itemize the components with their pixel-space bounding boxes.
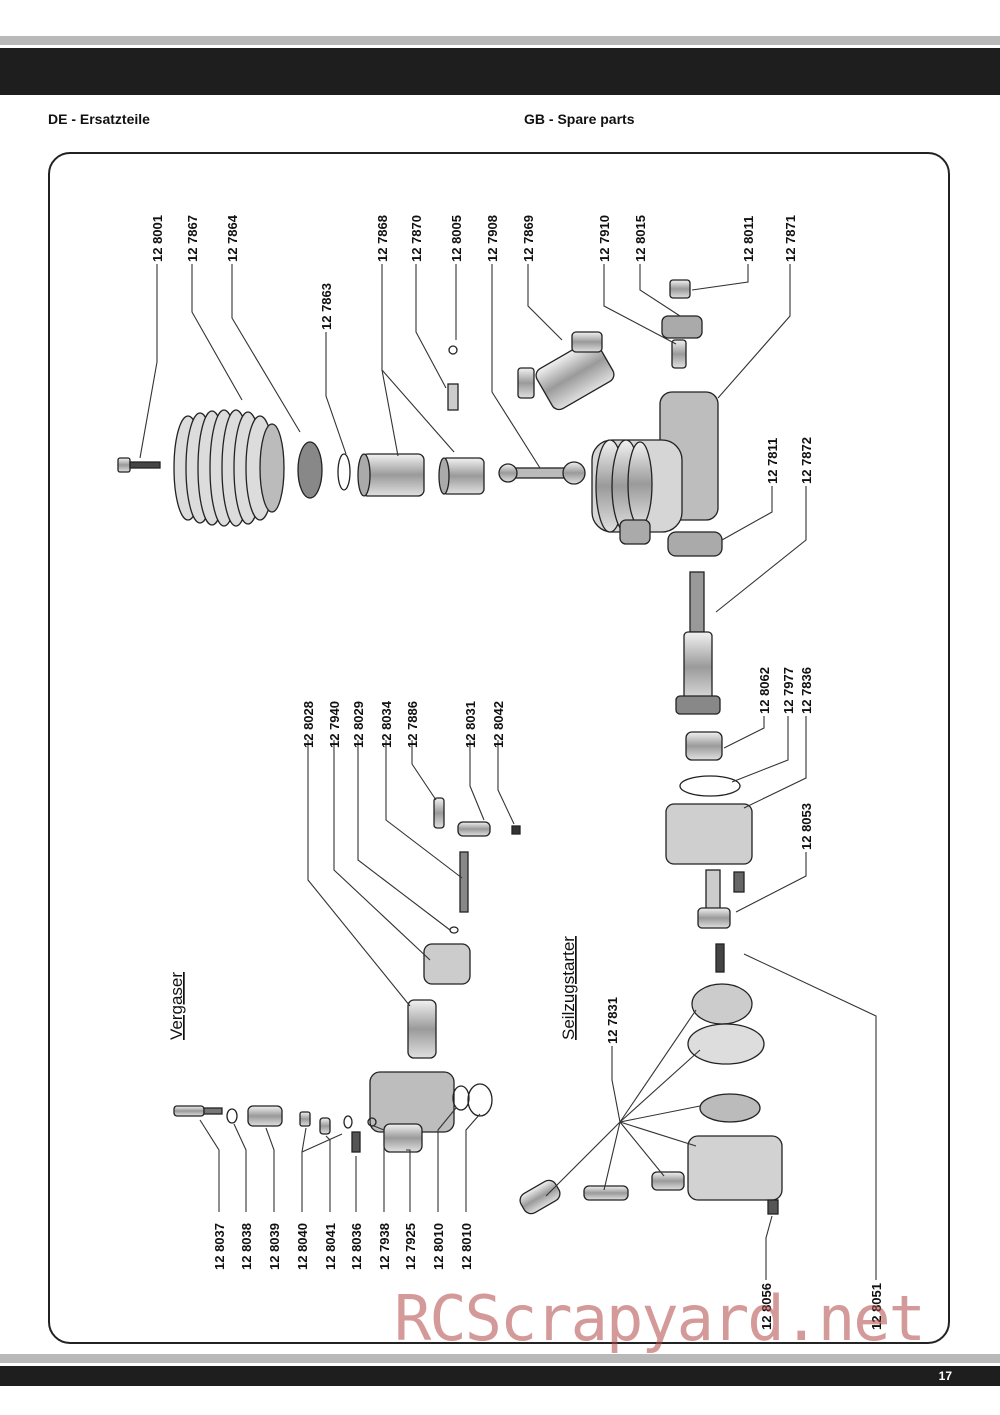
ratchet-part [699,1093,761,1123]
head-gasket-part [297,441,323,499]
part-label: 12 8062 [757,667,772,714]
part-label: 12 8031 [463,701,478,748]
o-ring-part [337,453,351,491]
watermark-text: RCScrapyard.net [394,1282,924,1355]
part-label: 12 7940 [327,701,342,748]
part-label: 12 7886 [405,701,420,748]
needle-assembly-part [173,1105,377,1153]
front-bearing-part [661,315,703,339]
part-label: 12 8038 [239,1223,254,1270]
crankcase-part [591,391,719,545]
rear-bearing-part [667,531,723,557]
connecting-rod-part [498,461,586,485]
part-label: 12 8029 [351,701,366,748]
part-label: 12 8037 [212,1223,227,1270]
part-label: 12 7977 [781,667,796,714]
part-label: 12 7867 [185,215,200,262]
part-label: 12 8001 [150,215,165,262]
part-label: 12 8051 [869,1283,884,1330]
starter-screw-part [767,1199,779,1215]
cone-nut-part [669,279,691,299]
part-label: 12 8036 [349,1223,364,1270]
bottom-footer-bar [0,1366,1000,1386]
carb-tube-part [407,999,437,1059]
header-right-title: GB - Spare parts [524,111,635,127]
carb-small-parts [433,797,521,934]
part-label: 12 7811 [765,438,780,484]
part-label: 12 8041 [323,1223,338,1270]
shaft-spring-part [715,943,725,973]
top-gray-rule [0,36,1000,45]
part-label: 12 8028 [301,701,316,748]
recoil-spring-part [691,983,753,1025]
part-label: 12 7868 [375,215,390,262]
part-label: 12 7938 [377,1223,392,1270]
screw-part [117,457,161,473]
part-label: 12 8053 [799,803,814,850]
part-label: 12 7871 [783,215,798,262]
wrist-pin-part [447,383,459,411]
part-number-labels: 12 8001 12 7867 12 7864 12 7863 12 7868 … [150,214,884,1330]
backplate-part [665,803,753,865]
cylinder-head-part [173,409,285,527]
pull-handle-part [519,1171,685,1215]
part-label: 12 8034 [379,700,394,748]
part-label: 12 8056 [759,1283,774,1330]
section-label-carburetor: Vergaser [167,972,186,1040]
part-label: 12 8039 [267,1223,282,1270]
part-label: 12 7910 [597,215,612,262]
bottom-gray-rule [0,1354,1000,1363]
part-label: 12 8010 [431,1223,446,1270]
part-label: 12 7870 [409,215,424,262]
engine-carburetor-part [517,331,615,411]
part-label: 12 8040 [295,1223,310,1270]
part-label: 12 8011 [741,216,756,262]
header-left-title: DE - Ersatzteile [48,111,150,127]
carburetor-body-part [369,1071,455,1153]
crank-bearing-part [685,731,723,761]
part-label: 12 7908 [485,215,500,262]
part-label: 12 7836 [799,667,814,714]
part-label: 12 7869 [521,215,536,262]
part-label: 12 7831 [605,997,620,1044]
part-label: 12 7863 [319,283,334,330]
part-label: 12 7925 [403,1223,418,1270]
page-number: 17 [938,1369,952,1383]
needle-valve-part [671,339,687,369]
carb-barrel-part [423,943,471,985]
piston-part [438,457,485,495]
part-label: 12 8010 [459,1223,474,1270]
part-label: 12 7872 [799,437,814,484]
section-label-pull-starter: Seilzugstarter [559,936,578,1040]
part-label: 12 7864 [225,214,240,262]
pin-clip-part [448,345,458,355]
top-header-bar [0,48,1000,95]
starter-shaft-part [697,869,745,929]
part-label: 12 8015 [633,215,648,262]
diagram-frame [48,152,950,1344]
part-label: 12 8042 [491,701,506,748]
crankshaft-part [675,571,721,715]
part-label: 12 8005 [449,215,464,262]
backplate-ring-part [679,775,741,797]
starter-housing-part [687,1135,783,1201]
cylinder-liner-part [357,453,425,497]
starter-pulley-part [687,1023,765,1065]
carb-rings-part [452,1083,493,1117]
leader-lines [139,264,877,1280]
